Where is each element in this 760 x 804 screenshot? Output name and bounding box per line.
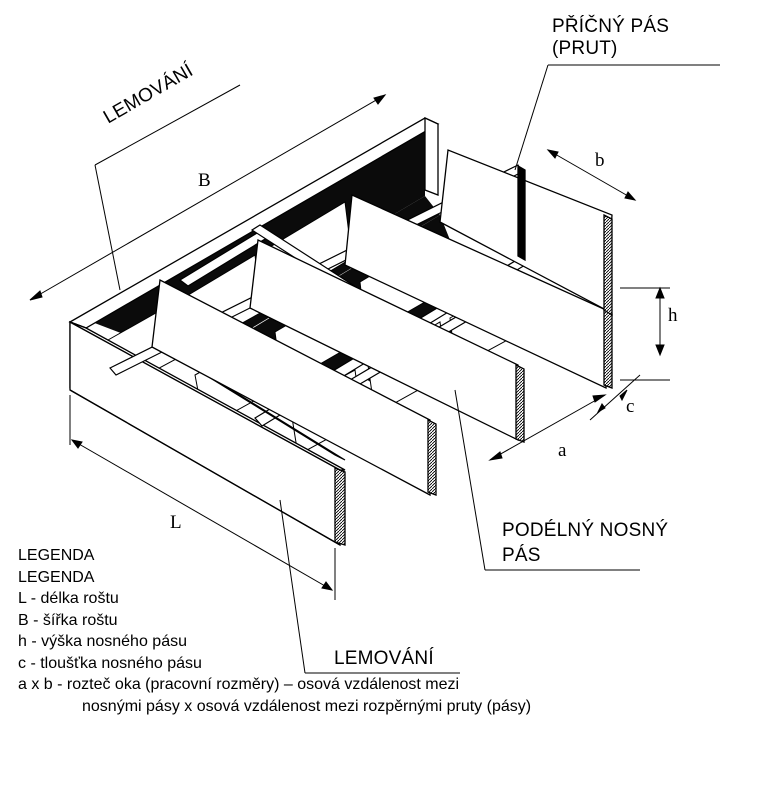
legend-item-ab-cont: nosnými pásy x osová vzdálenost mezi roz… [82,697,532,715]
legend-item-c: c - tloušťka nosného pásu [18,654,202,672]
dim-b: b [595,150,605,171]
dim-h: h [668,305,678,326]
legend-heading-repeat: LEGENDA [18,568,95,586]
legend: LEGENDA LEGENDA L - délka roštu B - šířk… [18,545,531,717]
legend-item-L: L - délka roštu [18,590,119,607]
legend-item-ab: a x b - rozteč oka (pracovní rozměry) – … [18,676,460,693]
dim-B: B [198,170,211,191]
dim-c: c [626,396,635,417]
legend-item-h: h - výška nosného pásu [18,633,187,650]
label-lemovani-bottom: LEMOVÁNÍ [334,648,434,669]
dimension-lines [29,64,720,674]
label-pricny-pas: PŘÍČNÝ PÁS [552,16,670,37]
dim-L: L [170,512,182,533]
label-pas: PÁS [502,545,541,566]
legend-item-B: B - šířka roštu [18,611,118,629]
legend-heading: LEGENDA [18,547,95,564]
bearing-bars [151,149,613,497]
label-podelny-nosny: PODÉLNÝ NOSNÝ [502,520,669,541]
label-prut: (PRUT) [552,38,618,59]
dim-a: a [558,440,567,461]
